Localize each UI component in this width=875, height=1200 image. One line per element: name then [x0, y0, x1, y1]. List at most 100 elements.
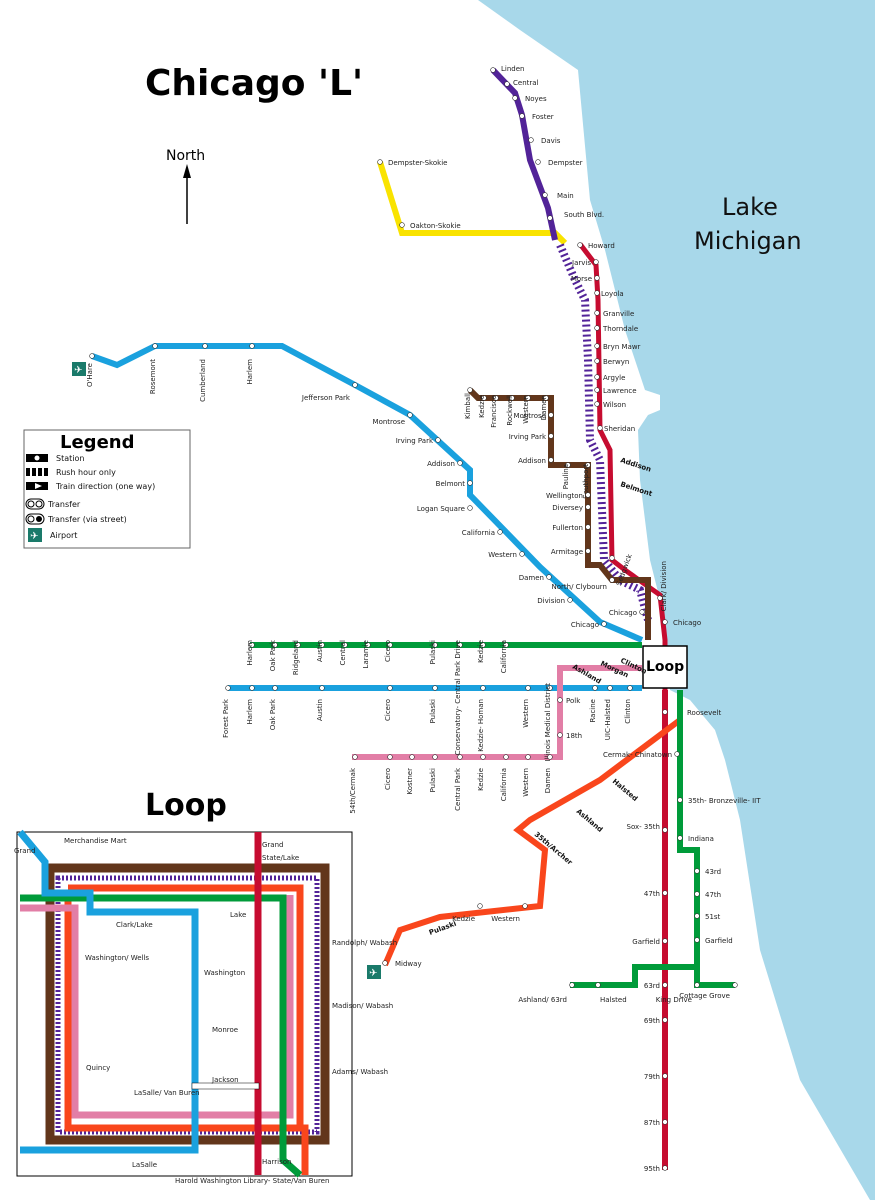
station-dot[interactable] — [225, 685, 231, 691]
station-dot[interactable] — [557, 732, 563, 738]
station-dot[interactable] — [662, 1119, 668, 1125]
station-dot[interactable] — [597, 425, 603, 431]
station-dot[interactable] — [662, 1017, 668, 1023]
station-dot[interactable] — [569, 982, 575, 988]
station-dot[interactable] — [594, 343, 600, 349]
station-dot[interactable] — [585, 504, 591, 510]
station-dot[interactable] — [503, 754, 509, 760]
station-dot[interactable] — [407, 412, 413, 418]
station-dot[interactable] — [662, 1073, 668, 1079]
station-dot[interactable] — [585, 462, 591, 468]
station-dot[interactable] — [594, 325, 600, 331]
station-dot[interactable] — [365, 642, 371, 648]
station-dot[interactable] — [547, 754, 553, 760]
station-dot[interactable] — [249, 685, 255, 691]
station-dot[interactable] — [585, 524, 591, 530]
station-dot[interactable] — [546, 574, 552, 580]
station-dot[interactable] — [519, 551, 525, 557]
station-dot[interactable] — [662, 982, 668, 988]
station-dot[interactable] — [457, 460, 463, 466]
station-dot[interactable] — [387, 642, 393, 648]
station-dot[interactable] — [467, 505, 473, 511]
station-dot[interactable] — [677, 835, 683, 841]
station-dot[interactable] — [548, 433, 554, 439]
station-dot[interactable] — [547, 215, 553, 221]
station-dot[interactable] — [662, 619, 668, 625]
station-dot[interactable] — [152, 343, 158, 349]
station-dot[interactable] — [432, 754, 438, 760]
station-dot[interactable] — [593, 259, 599, 265]
station-dot[interactable] — [525, 685, 531, 691]
loop-box[interactable] — [642, 645, 688, 689]
station-dot[interactable] — [594, 310, 600, 316]
station-dot[interactable] — [662, 890, 668, 896]
station-dot[interactable] — [249, 642, 255, 648]
station-dot[interactable] — [509, 395, 515, 401]
station-dot[interactable] — [595, 982, 601, 988]
station-dot[interactable] — [694, 868, 700, 874]
station-dot[interactable] — [525, 395, 531, 401]
station-dot[interactable] — [585, 548, 591, 554]
station-dot[interactable] — [480, 642, 486, 648]
station-dot[interactable] — [399, 222, 405, 228]
station-dot[interactable] — [480, 754, 486, 760]
station-dot[interactable] — [662, 827, 668, 833]
station-dot[interactable] — [592, 685, 598, 691]
station-dot[interactable] — [694, 891, 700, 897]
station-dot[interactable] — [497, 529, 503, 535]
station-dot[interactable] — [490, 67, 496, 73]
station-dot[interactable] — [543, 395, 549, 401]
station-dot[interactable] — [89, 353, 95, 359]
station-dot[interactable] — [480, 685, 486, 691]
station-dot[interactable] — [525, 754, 531, 760]
station-dot[interactable] — [432, 642, 438, 648]
station-dot[interactable] — [601, 621, 607, 627]
station-dot[interactable] — [677, 797, 683, 803]
station-dot[interactable] — [535, 159, 541, 165]
station-dot[interactable] — [503, 642, 509, 648]
station-dot[interactable] — [662, 709, 668, 715]
station-dot[interactable] — [662, 938, 668, 944]
station-dot[interactable] — [594, 275, 600, 281]
station-dot[interactable] — [594, 358, 600, 364]
station-dot[interactable] — [557, 697, 563, 703]
station-dot[interactable] — [435, 437, 441, 443]
station-dot[interactable] — [577, 242, 583, 248]
station-dot[interactable] — [657, 595, 663, 601]
station-dot[interactable] — [512, 95, 518, 101]
station-dot[interactable] — [694, 937, 700, 943]
station-dot[interactable] — [382, 960, 388, 966]
station-dot[interactable] — [627, 685, 633, 691]
station-dot[interactable] — [528, 137, 534, 143]
station-dot[interactable] — [272, 685, 278, 691]
station-dot[interactable] — [352, 382, 358, 388]
station-dot[interactable] — [609, 577, 615, 583]
station-dot[interactable] — [202, 343, 208, 349]
station-dot[interactable] — [567, 597, 573, 603]
station-dot[interactable] — [585, 492, 591, 498]
station-dot[interactable] — [594, 401, 600, 407]
station-dot[interactable] — [519, 113, 525, 119]
station-dot[interactable] — [594, 290, 600, 296]
station-dot[interactable] — [319, 685, 325, 691]
station-dot[interactable] — [467, 480, 473, 486]
station-dot[interactable] — [565, 462, 571, 468]
station-dot[interactable] — [694, 982, 700, 988]
station-dot[interactable] — [542, 192, 548, 198]
station-dot[interactable] — [342, 642, 348, 648]
station-dot[interactable] — [548, 412, 554, 418]
station-dot[interactable] — [694, 913, 700, 919]
station-dot[interactable] — [387, 685, 393, 691]
station-dot[interactable] — [249, 343, 255, 349]
station-dot[interactable] — [662, 1165, 668, 1171]
station-dot[interactable] — [432, 685, 438, 691]
station-dot[interactable] — [732, 982, 738, 988]
station-dot[interactable] — [493, 395, 499, 401]
station-dot[interactable] — [295, 642, 301, 648]
station-dot[interactable] — [409, 754, 415, 760]
station-dot[interactable] — [594, 387, 600, 393]
station-dot[interactable] — [548, 457, 554, 463]
station-dot[interactable] — [377, 159, 383, 165]
station-dot[interactable] — [609, 555, 615, 561]
station-dot[interactable] — [674, 751, 680, 757]
